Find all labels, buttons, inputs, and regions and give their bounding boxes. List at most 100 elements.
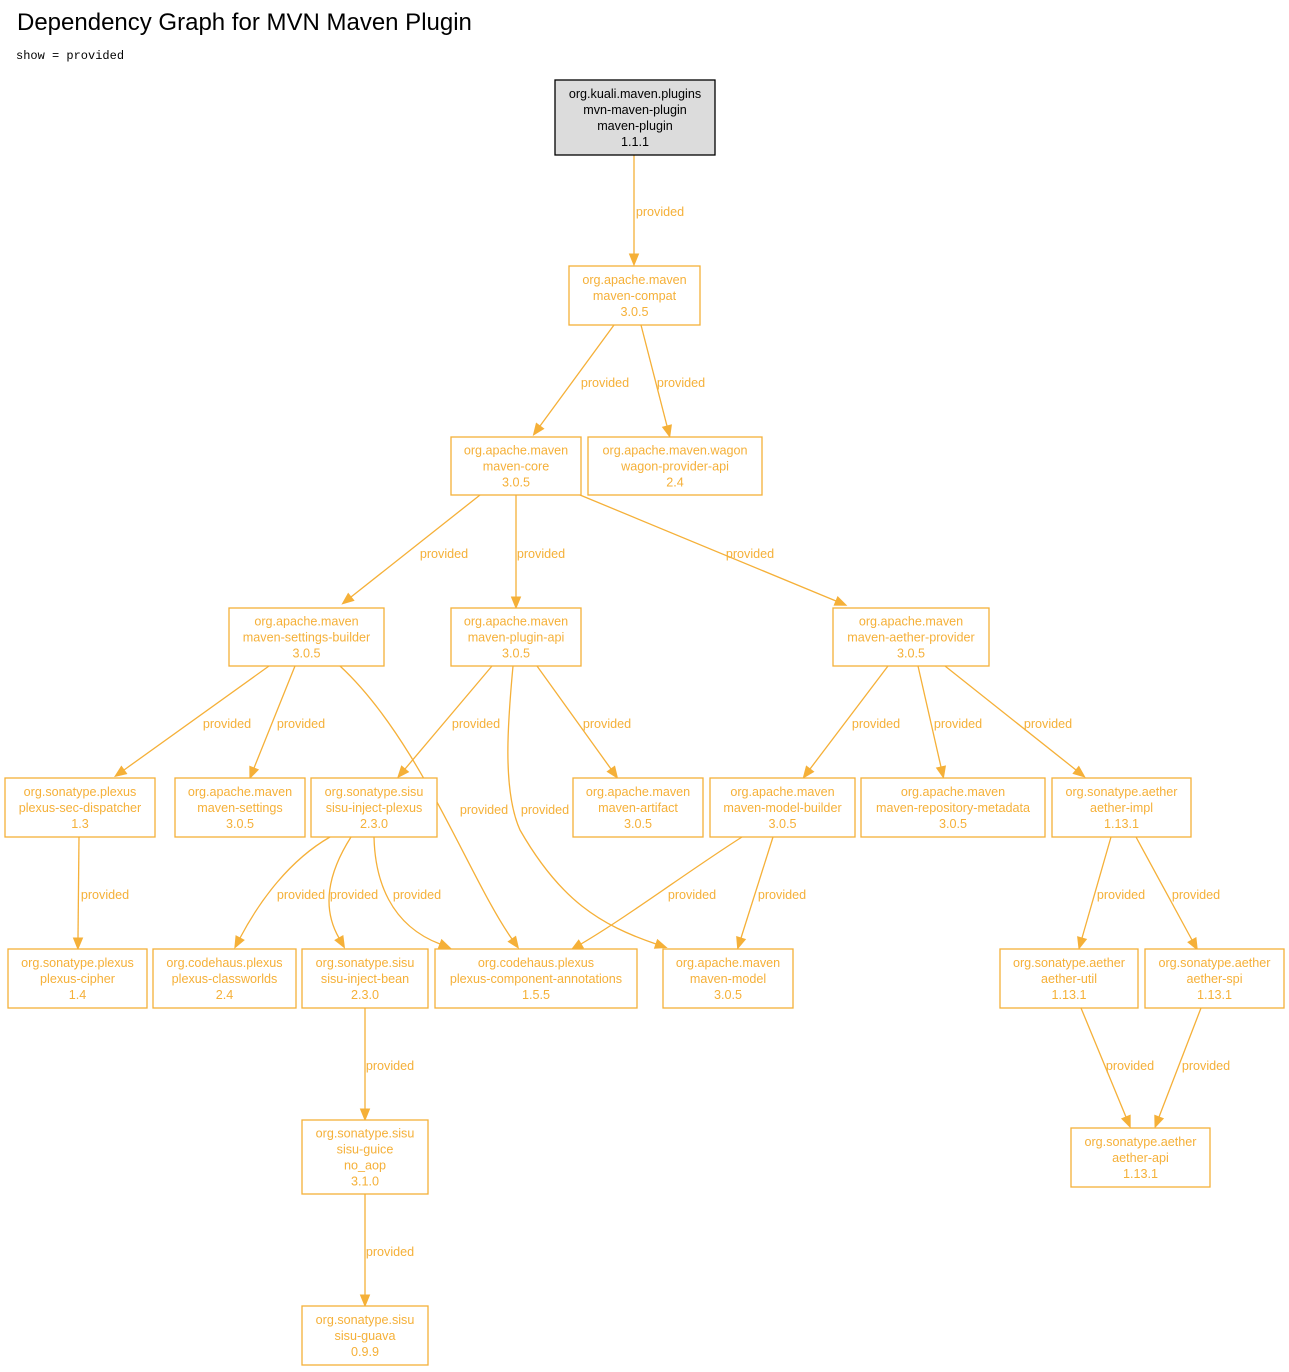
node-label-line: 2.3.0 — [351, 988, 379, 1002]
edge-arrowhead — [1077, 936, 1088, 950]
node-box — [572, 777, 704, 838]
node-label-line: 1.13.1 — [1197, 988, 1232, 1002]
nodes-layer: org.kuali.maven.pluginsmvn-maven-pluginm… — [4, 79, 1285, 1366]
node-label-line: maven-repository-metadata — [876, 801, 1030, 815]
edge-guice-to-guava: provided — [359, 1194, 414, 1308]
edge-aimpl-to-autil: provided — [1077, 836, 1145, 950]
edge-label: provided — [852, 717, 900, 731]
edge-aetherprov-to-repometa: provided — [917, 665, 982, 780]
edge-line — [640, 324, 668, 427]
node-label-line: org.apache.maven — [464, 615, 568, 629]
node-box — [860, 777, 1046, 838]
node-box — [228, 607, 385, 667]
edge-label: provided — [636, 205, 684, 219]
edge-arrowhead — [606, 765, 619, 780]
node-label-line: org.sonatype.plexus — [21, 956, 134, 970]
page-subtitle: show = provided — [16, 49, 125, 63]
node-box — [1070, 1127, 1211, 1188]
edge-label: provided — [1097, 888, 1145, 902]
edge-label: provided — [420, 547, 468, 561]
edge-label: provided — [203, 717, 251, 731]
edge-line — [740, 836, 774, 939]
node-label-line: 0.9.9 — [351, 1345, 379, 1359]
node-label-line: 3.0.5 — [624, 817, 652, 831]
node-label-line: 1.3 — [71, 817, 89, 831]
node-wagon[interactable]: org.apache.maven.wagonwagon-provider-api… — [587, 436, 763, 496]
edge-line — [1135, 836, 1193, 941]
edge-line — [580, 836, 743, 945]
node-label-line: sisu-inject-bean — [321, 972, 409, 986]
edge-line — [328, 836, 352, 939]
edge-line — [123, 665, 270, 771]
node-label-line: 3.0.5 — [502, 647, 530, 661]
edge-label: provided — [583, 717, 631, 731]
node-settingsb[interactable]: org.apache.mavenmaven-settings-builder3.… — [228, 607, 385, 667]
node-box — [662, 948, 794, 1009]
node-label-line: 1.13.1 — [1104, 817, 1139, 831]
edges-layer: provided provided provided provided provided… — [72, 155, 1230, 1308]
node-label-line: sisu-guice — [337, 1143, 394, 1157]
edge-label: provided — [1024, 717, 1072, 731]
edge-settingsb-to-annot: provided — [339, 665, 520, 950]
node-label-line: 3.0.5 — [768, 817, 796, 831]
node-label-line: org.apache.maven — [188, 785, 292, 799]
node-label-line: maven-plugin — [597, 119, 673, 133]
edge-aspi-to-aapi: provided — [1154, 1007, 1230, 1129]
node-label-line: org.sonatype.aether — [1084, 1135, 1196, 1149]
node-pluginapi[interactable]: org.apache.maven maven-plugin-api 3.0.5 — [450, 607, 582, 667]
node-aetherprov[interactable]: org.apache.mavenmaven-aether-provider3.0… — [832, 607, 990, 667]
node-label-line: 3.0.5 — [292, 647, 320, 661]
node-box — [999, 948, 1139, 1009]
edge-label: provided — [657, 376, 705, 390]
node-label-line: org.apache.maven — [586, 785, 690, 799]
node-label-line: org.apache.maven — [464, 444, 568, 458]
node-root[interactable]: org.kuali.maven.pluginsmvn-maven-pluginm… — [554, 79, 716, 156]
node-repometa[interactable]: org.apache.mavenmaven-repository-metadat… — [860, 777, 1046, 838]
node-label-line: org.sonatype.aether — [1013, 956, 1125, 970]
edge-line — [507, 665, 657, 945]
edge-arrowhead — [397, 765, 410, 779]
edge-line — [1158, 1007, 1202, 1118]
node-label-line: org.sonatype.sisu — [316, 1127, 415, 1141]
edge-line — [239, 836, 331, 939]
node-box — [568, 265, 701, 326]
node-annot[interactable]: org.codehaus.plexusplexus-component-anno… — [434, 948, 638, 1009]
edge-arrowhead — [507, 935, 520, 950]
edge-settingsb-to-secdisp: provided — [113, 665, 270, 778]
node-label-line: 3.1.0 — [351, 1175, 379, 1189]
node-label-line: maven-core — [483, 460, 550, 474]
node-label-line: plexus-sec-dispatcher — [19, 801, 142, 815]
edge-label: provided — [517, 547, 565, 561]
edge-arrowhead — [437, 938, 452, 949]
node-label-line: 2.4 — [666, 476, 684, 490]
node-label-line: 1.5.5 — [522, 988, 550, 1002]
edge-line — [809, 665, 889, 770]
edge-line — [944, 665, 1077, 771]
node-label-line: org.apache.maven.wagon — [603, 444, 748, 458]
node-secdisp[interactable]: org.sonatype.plexusplexus-sec-dispatcher… — [4, 777, 156, 838]
node-box — [554, 79, 716, 156]
edge-label: provided — [1172, 888, 1220, 902]
node-label-line: aether-spi — [1186, 972, 1242, 986]
node-label-line: aether-impl — [1090, 801, 1153, 815]
node-box — [587, 436, 763, 496]
node-label-line: maven-plugin-api — [468, 631, 565, 645]
node-box — [301, 948, 429, 1009]
edge-arrowhead — [359, 1294, 371, 1308]
